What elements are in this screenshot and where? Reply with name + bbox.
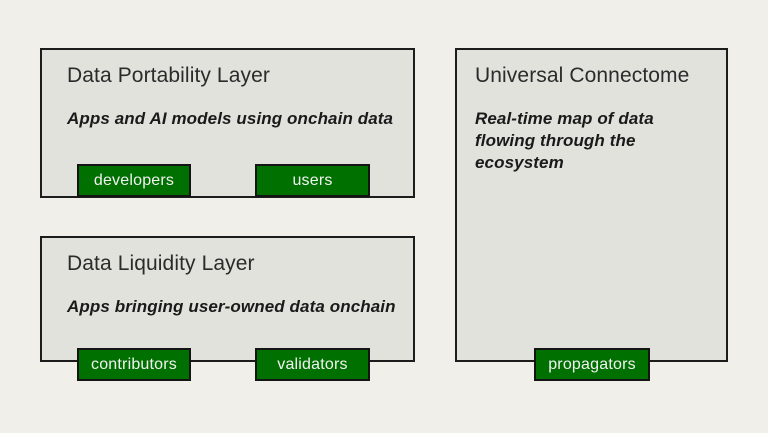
- panel-data-liquidity-layer: Data Liquidity Layer Apps bringing user-…: [40, 236, 415, 362]
- tag-users[interactable]: users: [255, 164, 370, 197]
- panel-title: Data Portability Layer: [67, 64, 270, 87]
- panel-title: Universal Connectome: [475, 64, 690, 87]
- panel-subtitle: Real-time map of data flowing through th…: [475, 109, 654, 172]
- panel-universal-connectome: Universal Connectome Real-time map of da…: [455, 48, 728, 362]
- tag-contributors[interactable]: contributors: [77, 348, 191, 381]
- tag-validators[interactable]: validators: [255, 348, 370, 381]
- panel-title: Data Liquidity Layer: [67, 252, 255, 275]
- panel-subtitle: Apps bringing user-owned data onchain: [67, 297, 396, 316]
- panel-subtitle: Apps and AI models using onchain data: [67, 109, 394, 128]
- tag-propagators[interactable]: propagators: [534, 348, 650, 381]
- tag-developers[interactable]: developers: [77, 164, 191, 197]
